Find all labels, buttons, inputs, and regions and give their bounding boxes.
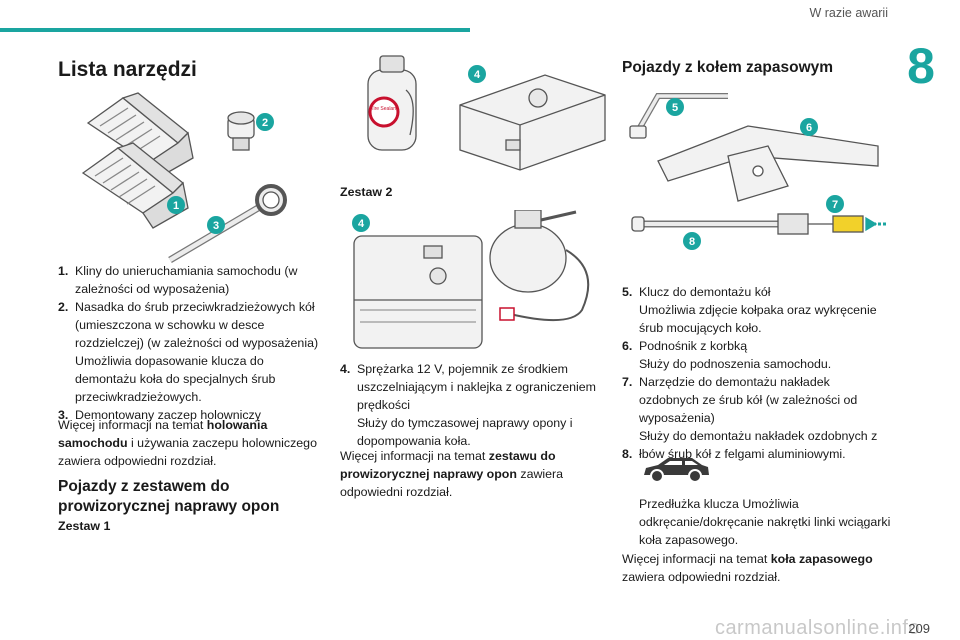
list-item-1: 1. Kliny do unieruchamiania samochodu (w… (58, 264, 298, 296)
badge-6: 6 (800, 118, 818, 136)
compressor-illustration: 4 (352, 210, 590, 349)
spare-wheel-reference: Więcej informacji na temat koła zapasowe… (622, 552, 873, 584)
badge-8: 8 (683, 232, 701, 250)
list-item-3: 3. Demontowany zaczep holowniczy (58, 408, 261, 422)
repair-kit-heading: Pojazdy z zestawem do prowizorycznej nap… (58, 478, 280, 515)
watermark: carmanualsonline.info (714, 617, 920, 639)
repair-kit-2-illustration: Tire Sealant 4 (367, 55, 606, 171)
towing-reference: Więcej informacji na temat holowania sam… (58, 418, 317, 468)
tools-illustration-1-3: 1 2 3 (81, 92, 287, 264)
badge-4-bottom: 4 (352, 214, 370, 232)
page-number: 209 (908, 621, 930, 636)
tools-list-middle: 4. Sprężarka 12 V, pojemnik ze środkiem … (340, 360, 602, 450)
list-item-8-text: Przedłużka klucza Umożliwia odkręcanie/d… (639, 497, 891, 547)
badge-5: 5 (666, 98, 684, 116)
svg-text:7: 7 (832, 199, 838, 211)
list-item-6: 6. Podnośnik z korbką Służy do podnoszen… (622, 339, 832, 371)
sealant-label-text: Tire Sealant (371, 106, 398, 112)
repair-kit-reference: Więcej informacji na temat zestawu do pr… (340, 449, 564, 499)
svg-text:2: 2 (262, 117, 268, 129)
page-title: Lista narzędzi (58, 58, 197, 81)
spare-wheel-heading: Pojazdy z kołem zapasowym (622, 59, 834, 76)
svg-text:3: 3 (213, 220, 219, 232)
chapter-number: 8 (907, 38, 935, 94)
kit-1-label: Zestaw 1 (58, 519, 111, 533)
badge-3: 3 (207, 216, 225, 234)
tools-list-right: 5. Klucz do demontażu kół Umożliwia zdję… (622, 283, 892, 463)
tools-list-left: 1. Kliny do unieruchamiania samochodu (w… (58, 262, 320, 424)
section-name: W razie awarii (809, 6, 889, 20)
badge-7: 7 (826, 195, 844, 213)
spare-wheel-tools-illustration: 5 6 7 8 (629, 93, 886, 250)
svg-text:4: 4 (358, 218, 365, 230)
svg-text:6: 6 (806, 122, 812, 134)
header-accent-bar (0, 28, 470, 32)
svg-text:5: 5 (672, 102, 678, 114)
list-item-4: 4. Sprężarka 12 V, pojemnik ze środkiem … (340, 362, 596, 448)
suv-icon (644, 458, 709, 483)
svg-text:4: 4 (474, 69, 481, 81)
svg-text:8: 8 (689, 236, 695, 248)
svg-text:1: 1 (173, 200, 179, 212)
kit-2-label: Zestaw 2 (340, 185, 393, 199)
list-item-7: 7. Narzędzie do demontażu nakładek ozdob… (622, 375, 878, 461)
list-item-5: 5. Klucz do demontażu kół Umożliwia zdję… (622, 285, 877, 335)
list-item-8-number: 8. (622, 447, 633, 461)
list-item-2: 2. Nasadka do śrub przeciwkradzieżowych … (58, 300, 319, 404)
badge-2: 2 (256, 113, 274, 131)
badge-1: 1 (167, 196, 185, 214)
badge-4-top: 4 (468, 65, 486, 83)
